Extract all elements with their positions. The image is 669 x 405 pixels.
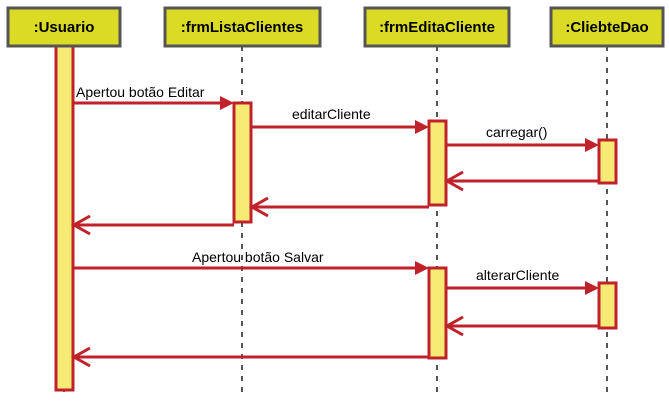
message-return-frmeditacliente-to-usuario[interactable] (70, 346, 429, 368)
message-label: Apertou botão Salvar (192, 249, 324, 265)
activation-cliebtedao-2 (597, 281, 618, 330)
lifeline-header-box (363, 6, 511, 48)
arrowhead-filled-right-icon (585, 138, 599, 152)
message-return-frmeditacliente-to-frmlistaclientes[interactable] (248, 196, 429, 218)
arrowhead-open-left-icon (248, 196, 269, 218)
message-return-cliebtedao-to-frmeditacliente[interactable] (443, 170, 599, 192)
lifeline-header-label: :frmEditaCliente (379, 19, 495, 36)
activation-cliebtedao-1 (597, 138, 618, 185)
message-label: alterarCliente (476, 267, 559, 283)
arrowhead-filled-right-icon (415, 261, 429, 275)
message-alterar-cliente[interactable]: alterarCliente (446, 267, 599, 295)
lifeline-header-cliebtedao[interactable]: :CliebteDao (549, 6, 665, 48)
lifeline-header-label: :frmListaClientes (181, 19, 304, 36)
message-label: editarCliente (292, 106, 371, 122)
lifeline-header-box (549, 6, 665, 48)
lifeline-header-box (6, 6, 122, 48)
lifeline-header-label: :Usuario (34, 19, 95, 36)
message-apertou-botao-salvar[interactable]: Apertou botão Salvar (73, 249, 429, 275)
arrowhead-filled-right-icon (220, 96, 234, 110)
activation-frmeditacliente-2 (427, 266, 448, 360)
arrowhead-open-left-icon (70, 214, 91, 236)
arrowhead-filled-right-icon (415, 120, 429, 134)
message-label: carregar() (486, 124, 547, 140)
arrowhead-filled-right-icon (585, 281, 599, 295)
message-apertou-botao-editar[interactable]: Apertou botão Editar (73, 84, 234, 110)
lifeline-header-frmlistaclientes[interactable]: :frmListaClientes (163, 6, 322, 48)
arrowhead-open-left-icon (443, 315, 464, 337)
activation-frmlistaclientes-1 (232, 101, 253, 224)
message-return-frmlistaclientes-to-usuario[interactable] (70, 214, 234, 236)
activation-frmeditacliente-1 (427, 119, 448, 207)
lifeline-header-usuario[interactable]: :Usuario (6, 6, 122, 48)
activation-usuario (54, 44, 75, 392)
arrowhead-open-left-icon (70, 346, 91, 368)
message-group: Apertou botão Editar editarCliente carre… (70, 84, 599, 368)
arrowhead-open-left-icon (443, 170, 464, 192)
lifeline-header-group: :Usuario :frmListaClientes :frmEditaClie… (6, 6, 665, 48)
lifeline-header-box (163, 6, 322, 48)
message-label: Apertou botão Editar (76, 84, 205, 100)
message-return-cliebtedao-to-frmeditacliente-2[interactable] (443, 315, 599, 337)
lifeline-header-frmeditacliente[interactable]: :frmEditaCliente (363, 6, 511, 48)
lifeline-header-label: :CliebteDao (565, 19, 648, 36)
message-carregar[interactable]: carregar() (446, 124, 599, 152)
message-editar-cliente[interactable]: editarCliente (251, 106, 429, 134)
